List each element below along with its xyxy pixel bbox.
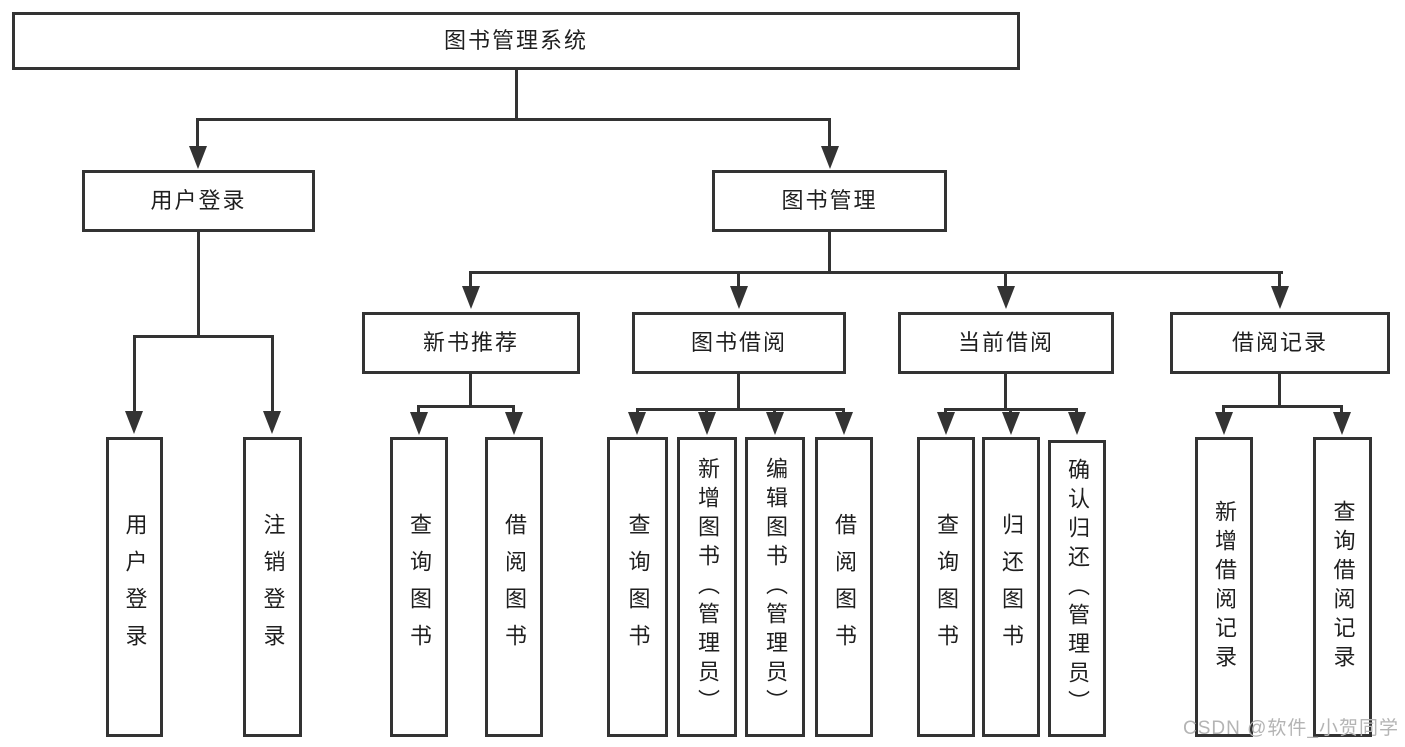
leaf-label: 借阅图书 (832, 513, 857, 661)
leaf-label: 查询借阅记录 (1330, 500, 1356, 674)
connector-line (636, 408, 845, 411)
node-label: 图书管理 (781, 188, 878, 213)
connector-line (470, 271, 1283, 274)
leaf-query-books: 查询图书 (917, 437, 975, 737)
leaf-query-books: 查询图书 (390, 437, 448, 737)
leaf-label: 借阅图书 (502, 513, 527, 661)
node-label: 图书借阅 (690, 330, 787, 355)
connector-line (705, 408, 708, 414)
leaf-label: 确认归还（管理员） (1065, 458, 1090, 719)
connector-line (133, 335, 274, 338)
arrow-down-icon (410, 412, 428, 435)
csdn-watermark: CSDN @软件_小贺同学 (1183, 718, 1399, 739)
connector-line (737, 271, 740, 286)
leaf-label: 新增图书（管理员） (695, 456, 720, 718)
node-label: 图书管理系统 (443, 28, 588, 53)
connector-line (417, 405, 420, 414)
connector-line (515, 70, 518, 118)
connector-line (469, 271, 472, 286)
connector-line (417, 405, 515, 408)
arrow-down-icon (937, 412, 955, 435)
connector-line (1004, 374, 1007, 408)
connector-line (1278, 374, 1281, 405)
connector-line (1340, 405, 1343, 414)
connector-line (773, 408, 776, 414)
arrow-down-icon (462, 286, 480, 309)
connector-line (512, 405, 515, 414)
leaf-label: 归还图书 (999, 513, 1024, 661)
connector-line (197, 232, 200, 335)
node-label: 用户登录 (150, 188, 247, 213)
leaf-logout: 注销登录 (243, 437, 302, 737)
leaf-label: 查询图书 (934, 513, 959, 661)
arrow-down-icon (766, 412, 784, 435)
arrow-down-icon (1068, 412, 1086, 435)
arrow-down-icon (263, 411, 281, 434)
arrow-down-icon (997, 286, 1015, 309)
connector-line (1223, 405, 1343, 408)
connector-line (196, 118, 831, 121)
arrow-down-icon (821, 146, 839, 169)
leaf-borrow-books: 借阅图书 (815, 437, 873, 737)
leaf-user-login: 用户登录 (106, 437, 163, 737)
connector-line (196, 118, 199, 148)
node-label: 新书推荐 (422, 330, 519, 355)
node-borrowing-records: 借阅记录 (1170, 312, 1390, 374)
arrow-down-icon (1333, 412, 1351, 435)
leaf-label: 查询图书 (407, 513, 432, 661)
leaf-confirm-return-admin: 确认归还（管理员） (1048, 440, 1106, 737)
arrow-down-icon (730, 286, 748, 309)
connector-line (1075, 408, 1078, 414)
connector-line (842, 408, 845, 414)
connector-line (1222, 405, 1225, 414)
connector-line (944, 408, 947, 414)
leaf-label: 新增借阅记录 (1212, 500, 1237, 674)
arrow-down-icon (1002, 412, 1020, 435)
leaf-return-books: 归还图书 (982, 437, 1040, 737)
connector-line (828, 118, 831, 148)
arrow-down-icon (505, 412, 523, 435)
arrow-down-icon (125, 411, 143, 434)
node-label: 借阅记录 (1231, 330, 1328, 355)
arrow-down-icon (835, 412, 853, 435)
leaf-label: 注销登录 (260, 513, 286, 661)
connector-line (828, 232, 831, 271)
arrow-down-icon (1215, 412, 1233, 435)
connector-line (133, 335, 136, 411)
node-current-borrowing: 当前借阅 (898, 312, 1114, 374)
leaf-label: 编辑图书（管理员） (763, 456, 788, 718)
leaf-add-books-admin: 新增图书（管理员） (677, 437, 737, 737)
leaf-label: 用户登录 (122, 513, 148, 661)
leaf-query-borrow-record: 查询借阅记录 (1313, 437, 1372, 737)
node-book-borrowing: 图书借阅 (632, 312, 846, 374)
arrow-down-icon (1271, 286, 1289, 309)
connector-line (469, 374, 472, 405)
arrow-down-icon (698, 412, 716, 435)
arrow-down-icon (189, 146, 207, 169)
connector-line (1004, 271, 1007, 286)
leaf-borrow-books: 借阅图书 (485, 437, 543, 737)
connector-line (271, 335, 274, 411)
leaf-add-borrow-record: 新增借阅记录 (1195, 437, 1253, 737)
arrow-down-icon (628, 412, 646, 435)
leaf-query-books: 查询图书 (607, 437, 668, 737)
connector-line (636, 408, 639, 414)
node-label: 当前借阅 (957, 330, 1054, 355)
node-new-book-recommendation: 新书推荐 (362, 312, 580, 374)
leaf-label: 查询图书 (625, 513, 651, 661)
connector-line (1278, 271, 1281, 286)
connector-line (1009, 408, 1012, 414)
node-book-management: 图书管理 (712, 170, 947, 232)
node-library-management-system: 图书管理系统 (12, 12, 1020, 70)
connector-line (737, 374, 740, 408)
node-user-login: 用户登录 (82, 170, 315, 232)
leaf-edit-books-admin: 编辑图书（管理员） (745, 437, 805, 737)
